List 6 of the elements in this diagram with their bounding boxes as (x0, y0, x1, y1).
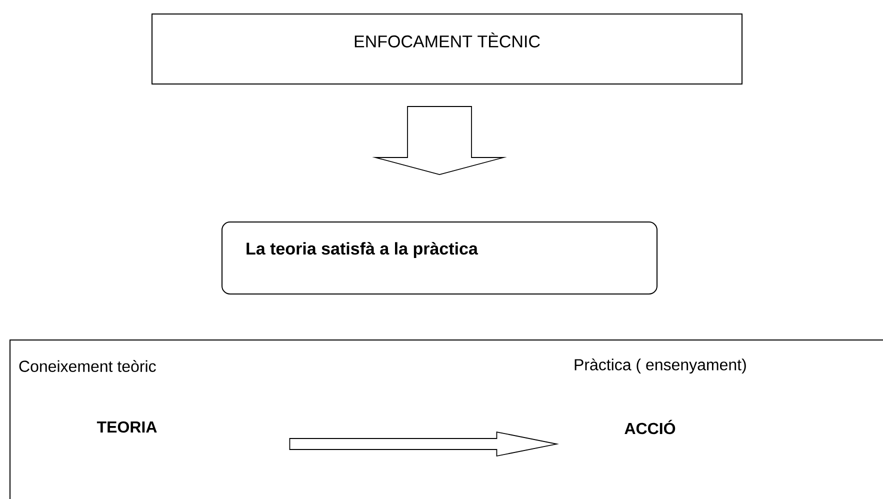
term-label: ACCIÓ (624, 420, 676, 434)
heading-box: ENFOCAMENT TÈCNIC (152, 14, 742, 84)
statement-box: La teoria satisfà a la pràctica (222, 222, 658, 294)
block-arrow (372, 106, 507, 175)
block-arrow (289, 431, 560, 457)
term-label: TEORIA (96, 421, 157, 433)
